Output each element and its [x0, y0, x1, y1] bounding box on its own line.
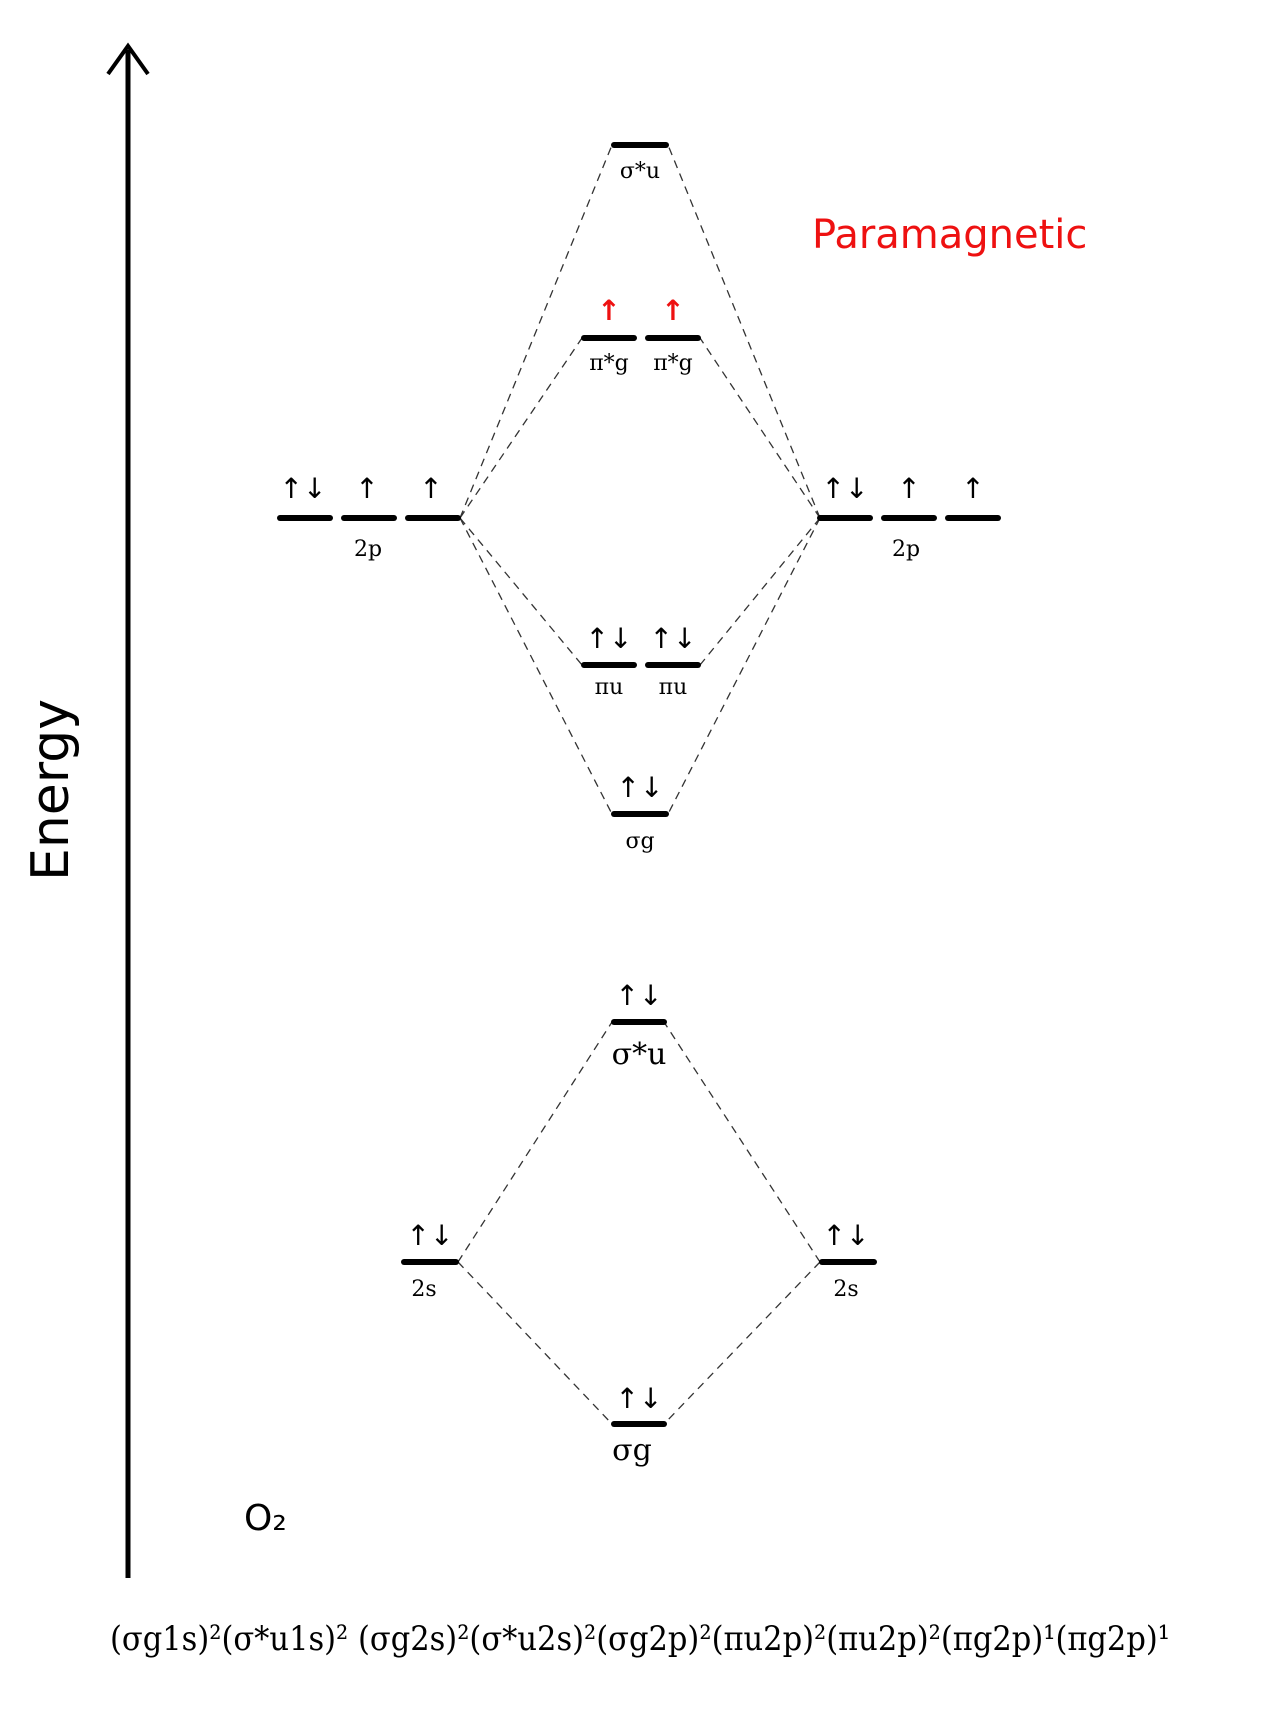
orbital-label: πu [659, 675, 688, 700]
connector-line [699, 517, 821, 666]
electron-configuration: (σg1s)²(σ*u1s)² (σg2s)²(σ*u2s)²(σg2p)²(π… [110, 1619, 1170, 1659]
connector-line [699, 337, 821, 519]
electron-pair: ↑↓ [616, 979, 663, 1012]
orbital-label: 2s [411, 1277, 436, 1302]
electron-pair: ↑↓ [407, 1219, 454, 1252]
left-2p-orbitals: ↑↓ ↑ ↑ 2p [277, 472, 461, 562]
electron-pair: ↑↓ [586, 622, 633, 655]
connector-line [459, 144, 613, 519]
energy-axis-arrowhead [106, 42, 150, 76]
connector-line [663, 1021, 821, 1263]
mo-sigma-g-2p: ↑↓ σg [611, 771, 669, 854]
connector-line [457, 1021, 613, 1263]
orbital-label: π*g [589, 351, 629, 376]
molecule-label: O₂ [244, 1498, 287, 1539]
mo-sigma-star-u-2s: ↑↓ σ*u [611, 979, 667, 1072]
electron-up-unpaired: ↑ [661, 294, 684, 327]
energy-axis-label: Energy [21, 699, 81, 881]
mo-sigma-g-2s: ↑↓ σg [611, 1382, 667, 1468]
connector-line [667, 144, 821, 519]
electron-up: ↑ [355, 472, 378, 505]
energy-axis: Energy [21, 42, 150, 1578]
electron-up-unpaired: ↑ [597, 294, 620, 327]
correlation-lines [457, 144, 821, 1425]
mo-pi-u: ↑↓ ↑↓ πu πu [581, 622, 701, 700]
orbital-label: σg [625, 829, 654, 854]
orbital-label: σg [612, 1433, 652, 1468]
orbital-label: 2s [833, 1277, 858, 1302]
orbital-label: 2p [892, 537, 920, 562]
left-2s-orbital: ↑↓ 2s [401, 1219, 459, 1302]
connector-line [457, 1261, 613, 1425]
connector-line [459, 517, 583, 666]
right-2p-orbitals: ↑↓ ↑ ↑ 2p [817, 472, 1001, 562]
electron-up: ↑ [897, 472, 920, 505]
orbital-label: π*g [653, 351, 693, 376]
electron-pair: ↑↓ [280, 472, 327, 505]
mo-sigma-star-u-2p: σ*u [611, 142, 669, 184]
electron-up: ↑ [961, 472, 984, 505]
electron-pair: ↑↓ [616, 1382, 663, 1415]
right-2s-orbital: ↑↓ 2s [819, 1219, 877, 1302]
mo-pi-star-g: ↑ ↑ π*g π*g [581, 294, 701, 376]
orbital-label: 2p [354, 537, 382, 562]
electron-pair: ↑↓ [617, 771, 664, 804]
electron-pair: ↑↓ [823, 1219, 870, 1252]
connector-line [459, 337, 583, 519]
electron-pair: ↑↓ [822, 472, 869, 505]
orbital-label: πu [595, 675, 624, 700]
connector-line [663, 1261, 821, 1425]
electron-pair: ↑↓ [650, 622, 697, 655]
paramagnetic-label: Paramagnetic [812, 212, 1087, 258]
electron-up: ↑ [419, 472, 442, 505]
orbital-label: σ*u [620, 159, 660, 184]
orbital-label: σ*u [612, 1037, 667, 1072]
